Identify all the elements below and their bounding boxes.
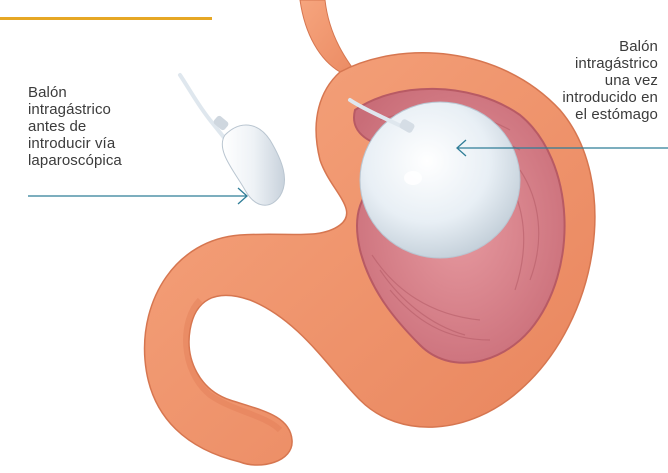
balloon-capsule-tube	[180, 75, 226, 140]
balloon-highlight	[404, 171, 422, 185]
balloon-capsule	[222, 125, 284, 205]
intragastric-balloon-inflated	[360, 102, 520, 258]
arrow-right-icon	[28, 188, 247, 204]
